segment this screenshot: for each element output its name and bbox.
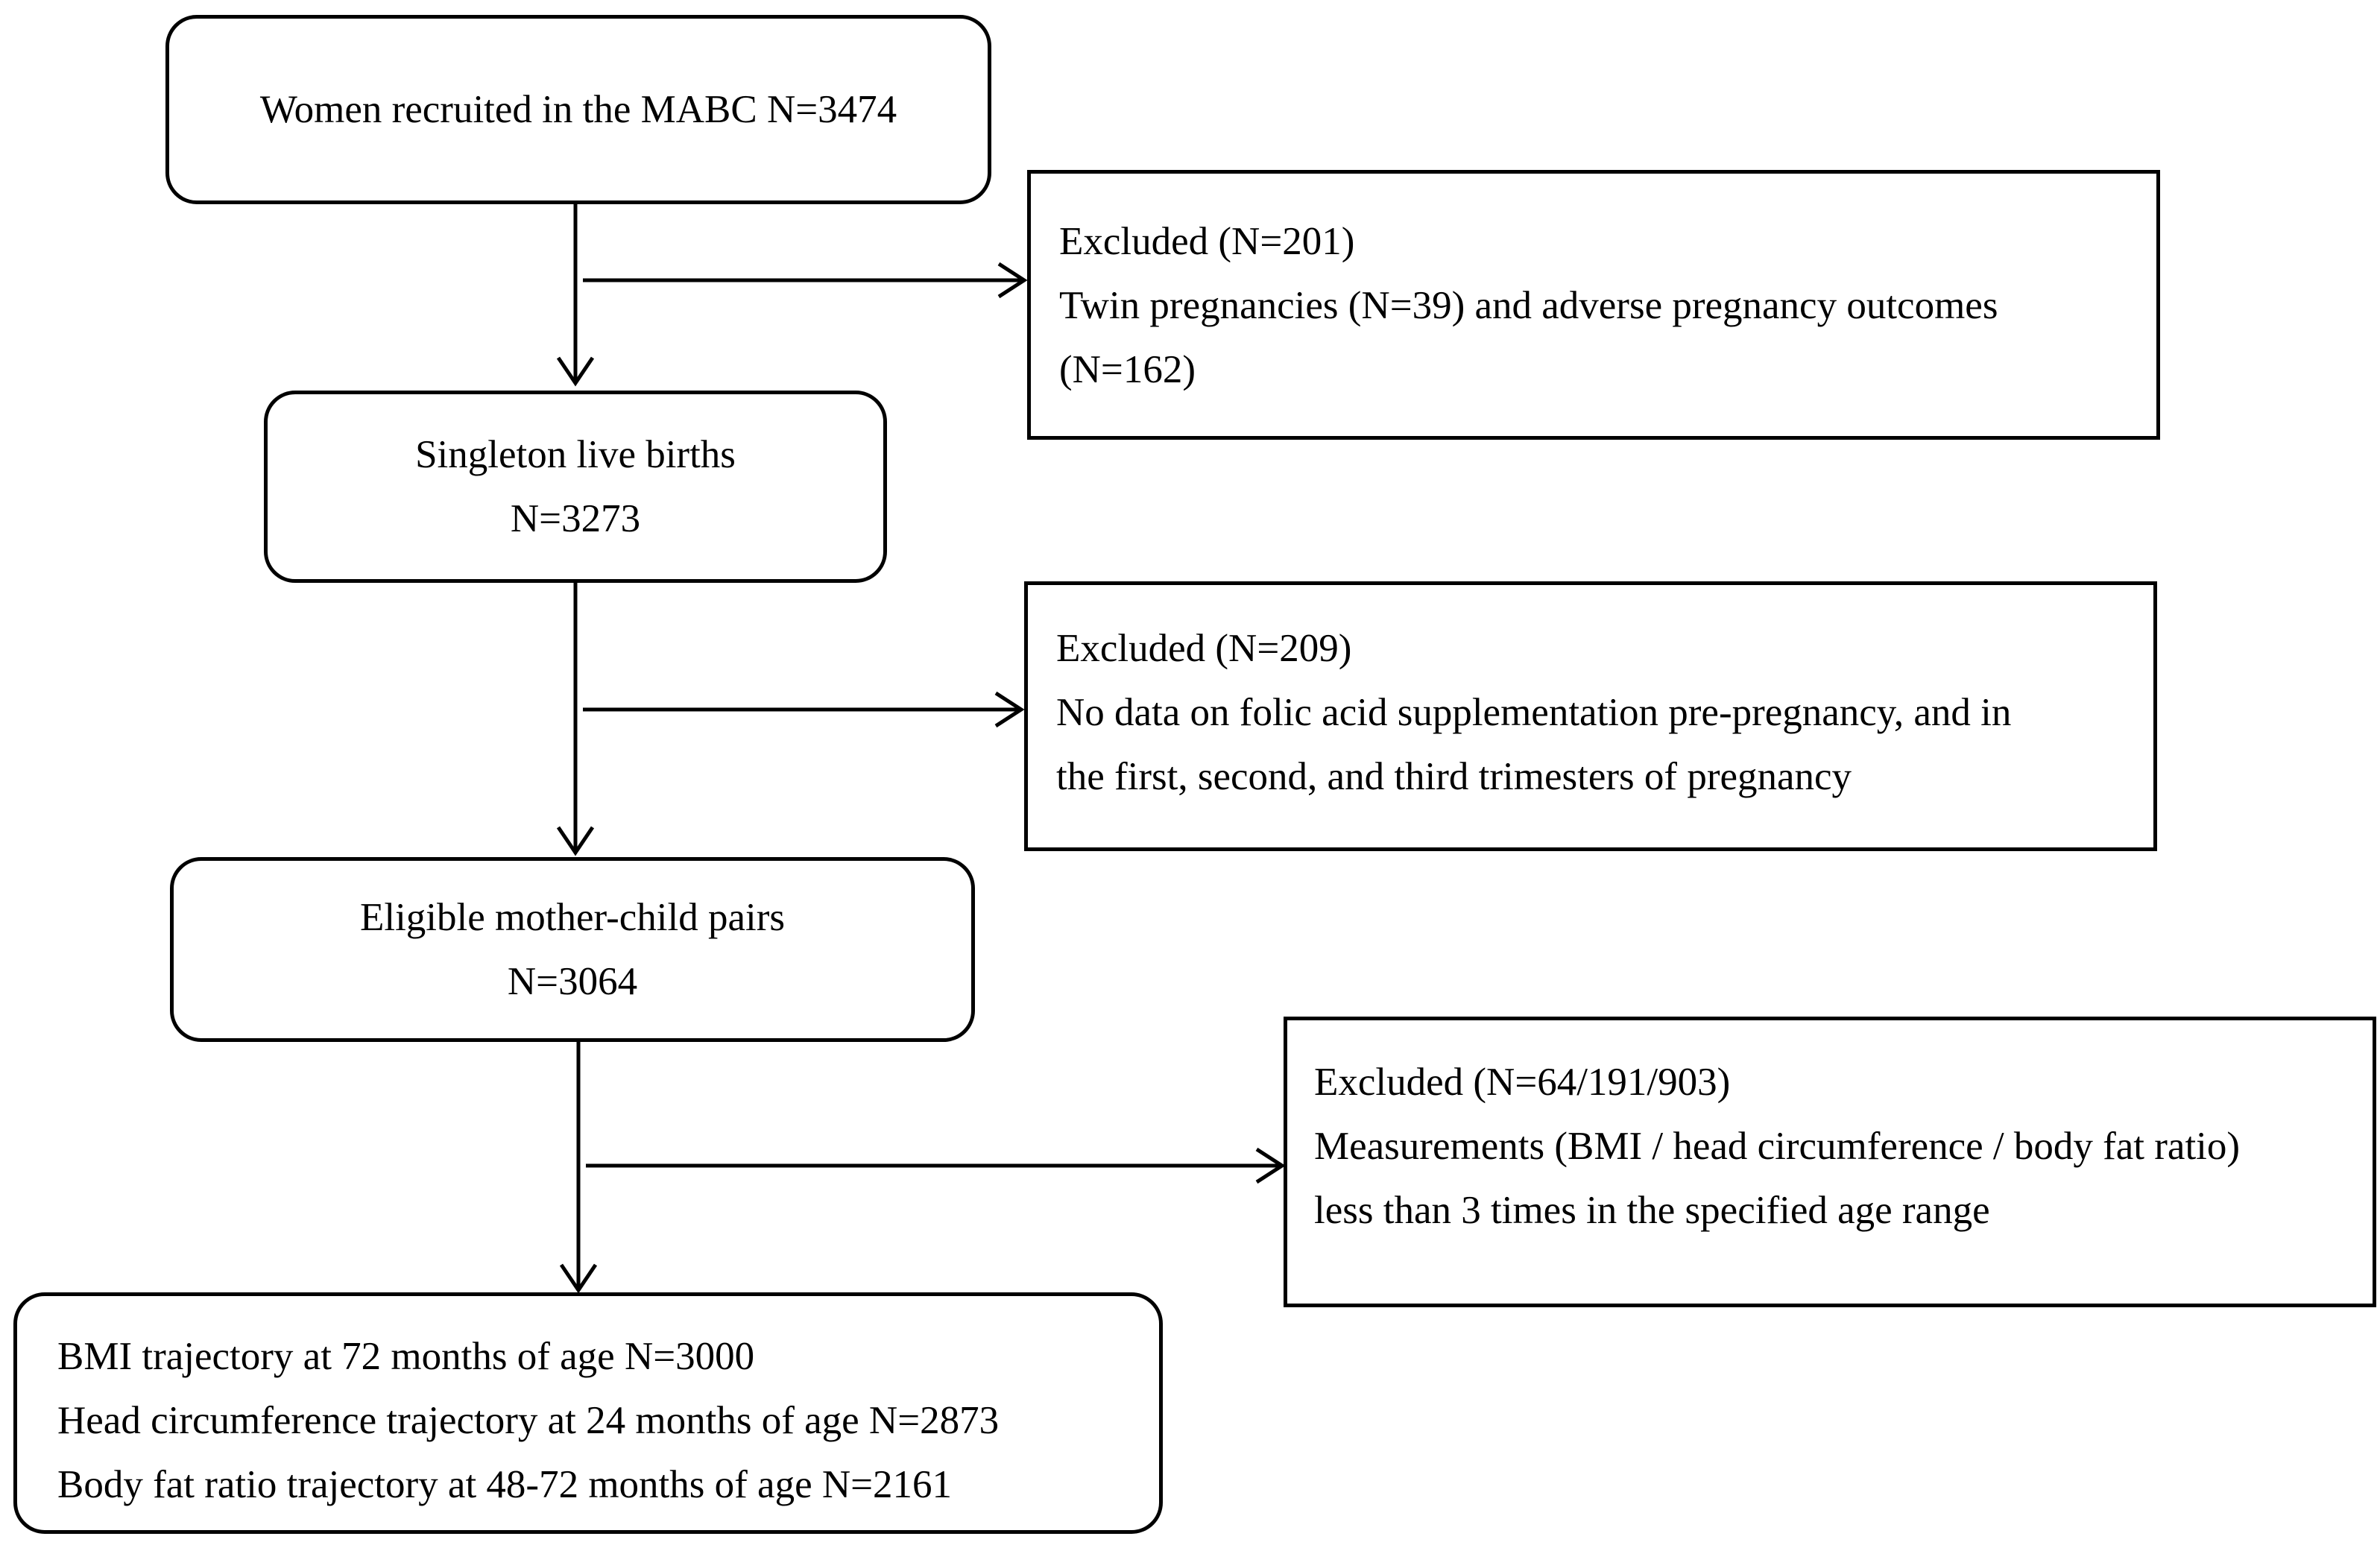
box-women-recruited: Women recruited in the MABC N=3474	[165, 15, 991, 204]
box-final-line-bodyfat: Body fat ratio trajectory at 48-72 month…	[57, 1463, 953, 1506]
box-singleton-line-1: Singleton live births	[415, 433, 736, 476]
arrowhead-down-1	[556, 356, 595, 387]
box-eligible-pairs: Eligible mother-child pairs N=3064	[170, 857, 975, 1042]
arrowhead-down-2	[556, 826, 595, 856]
box-women-recruited-line-1: Women recruited in the MABC N=3474	[259, 88, 897, 131]
box-final-line-bmi: BMI trajectory at 72 months of age N=300…	[57, 1335, 755, 1378]
box-final-line-head: Head circumference trajectory at 24 mont…	[57, 1399, 1000, 1442]
box-eligible-line-1: Eligible mother-child pairs	[359, 896, 785, 939]
excluded-2-line-3: the first, second, and third trimesters …	[1056, 755, 1852, 798]
excluded-1-line-3: (N=162)	[1059, 348, 1196, 391]
arrowhead-right-1	[997, 262, 1028, 299]
box-singleton-live-births: Singleton live births N=3273	[264, 391, 887, 583]
arrowhead-right-3	[1255, 1147, 1286, 1184]
excluded-1-line-2: Twin pregnancies (N=39) and adverse preg…	[1059, 284, 1998, 327]
box-excluded-2: Excluded (N=209) No data on folic acid s…	[1024, 581, 2157, 851]
excluded-3-line-3: less than 3 times in the specified age r…	[1314, 1189, 1990, 1232]
arrowhead-down-3	[559, 1263, 598, 1294]
arrowhead-right-2	[994, 691, 1025, 728]
box-eligible-line-2: N=3064	[507, 960, 638, 1003]
excluded-2-line-2: No data on folic acid supplementation pr…	[1056, 691, 2012, 734]
box-excluded-3: Excluded (N=64/191/903) Measurements (BM…	[1284, 1017, 2376, 1307]
box-excluded-1: Excluded (N=201) Twin pregnancies (N=39)…	[1027, 170, 2160, 440]
excluded-1-line-1: Excluded (N=201)	[1059, 220, 1355, 263]
box-final-trajectories: BMI trajectory at 72 months of age N=300…	[13, 1292, 1163, 1534]
excluded-3-line-2: Measurements (BMI / head circumference /…	[1314, 1125, 2241, 1168]
box-singleton-line-2: N=3273	[510, 497, 641, 540]
excluded-2-line-1: Excluded (N=209)	[1056, 627, 1352, 670]
excluded-3-line-1: Excluded (N=64/191/903)	[1314, 1061, 1731, 1104]
